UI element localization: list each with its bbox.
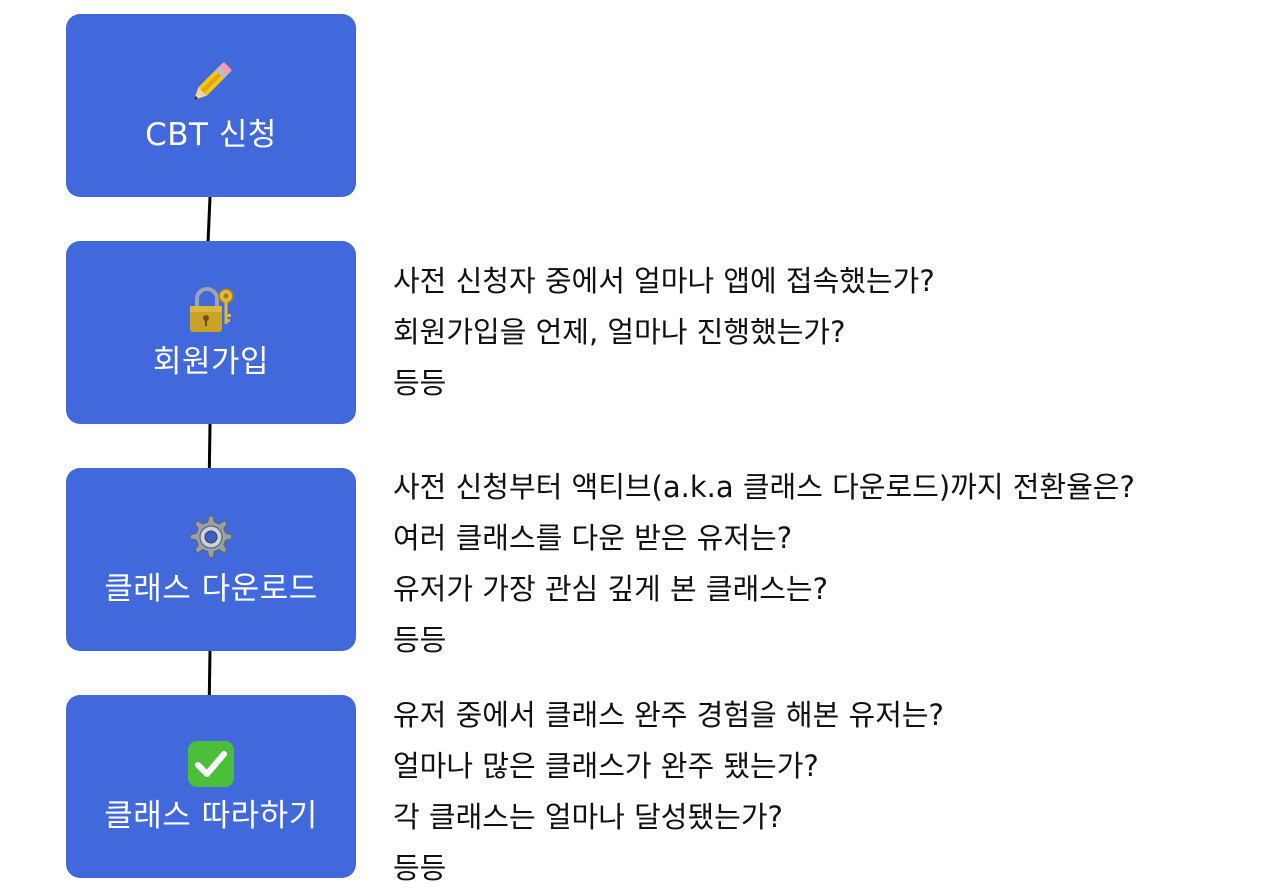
question-line: 유저가 가장 관심 깊게 본 클래스는? xyxy=(393,572,829,606)
question-line: 사전 신청자 중에서 얼마나 앱에 접속했는가? xyxy=(393,264,935,298)
question-line: 여러 클래스를 다운 받은 유저는? xyxy=(393,521,793,555)
question-line: 등등 xyxy=(393,851,447,885)
step-box-class-download: 클래스 다운로드 xyxy=(66,468,356,651)
step-box-cbt-signup: CBT 신청 xyxy=(66,14,356,197)
question-line: 사전 신청부터 액티브(a.k.a 클래스 다운로드)까지 전환율은? xyxy=(393,470,1135,504)
question-block-class-download: 사전 신청부터 액티브(a.k.a 클래스 다운로드)까지 전환율은? 여러 클… xyxy=(393,462,1273,666)
question-line: 회원가입을 언제, 얼마나 진행했는가? xyxy=(393,315,846,349)
step-box-class-follow: 클래스 따라하기 xyxy=(66,695,356,878)
step-label: 클래스 따라하기 xyxy=(104,797,318,834)
question-line: 각 클래스는 얼마나 달성됐는가? xyxy=(393,800,783,834)
lock-with-key-icon xyxy=(185,284,237,336)
question-block-signup: 사전 신청자 중에서 얼마나 앱에 접속했는가? 회원가입을 언제, 얼마나 진… xyxy=(393,256,1273,409)
question-line: 유저 중에서 클래스 완주 경험을 해본 유저는? xyxy=(393,698,944,732)
question-line: 등등 xyxy=(393,623,447,657)
question-block-class-follow: 유저 중에서 클래스 완주 경험을 해본 유저는? 얼마나 많은 클래스가 완주… xyxy=(393,690,1273,894)
step-label: CBT 신청 xyxy=(145,116,277,153)
question-line: 등등 xyxy=(393,366,447,400)
question-line: 얼마나 많은 클래스가 완주 됐는가? xyxy=(393,749,819,783)
step-box-signup: 회원가입 xyxy=(66,241,356,424)
pencil-icon xyxy=(185,57,237,109)
step-label: 클래스 다운로드 xyxy=(104,570,318,607)
gear-icon xyxy=(185,511,237,563)
step-label: 회원가입 xyxy=(152,343,270,380)
check-mark-button-icon xyxy=(185,738,237,790)
